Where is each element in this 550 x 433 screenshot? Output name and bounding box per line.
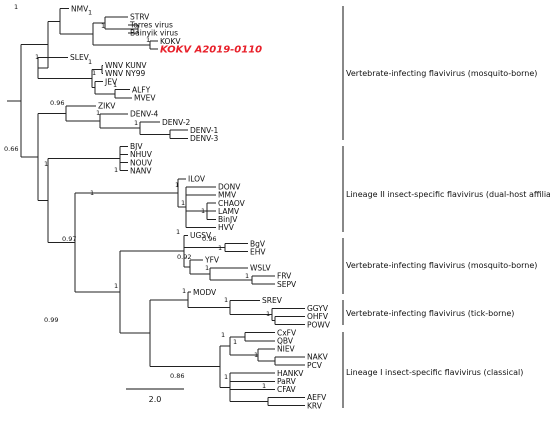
leaf-label: NIEV — [277, 345, 296, 354]
group-label: Vertebrate-infecting flavivirus (mosquit… — [346, 69, 537, 78]
support-value: 0.66 — [4, 145, 18, 153]
leaf-label: LAMV — [218, 207, 240, 216]
support-value: 1 — [44, 160, 48, 168]
leaf-label: QBV — [277, 337, 294, 346]
leaf-label: OHFV — [307, 312, 329, 321]
leaf-label: SLEV — [70, 53, 90, 62]
support-value: 1 — [201, 207, 205, 215]
leaf-label: SREV — [262, 296, 283, 305]
leaf-label: UGSV — [190, 231, 212, 240]
support-value: 0.96 — [202, 235, 216, 243]
leaf-label: PaRV — [277, 377, 297, 386]
leaf-label: ILOV — [188, 175, 206, 184]
leaf-label: FRV — [277, 272, 292, 281]
leaf-label: BJV — [130, 142, 143, 151]
leaf-label: NMV — [71, 4, 89, 13]
support-value: 1 — [101, 22, 105, 30]
support-value: 1 — [254, 351, 258, 359]
leaf-label: DENV-1 — [190, 126, 219, 135]
scale-bar-label: 2.0 — [149, 395, 162, 404]
leaf-label: AEFV — [307, 393, 327, 402]
leaf-label: HANKV — [277, 369, 304, 378]
support-value: 0.97 — [62, 235, 76, 243]
support-value: 1 — [224, 296, 228, 304]
leaf-label: Torres virus — [129, 21, 173, 30]
support-value: 0.96 — [50, 99, 64, 107]
support-value: 1 — [114, 282, 118, 290]
support-value: 1 — [176, 228, 180, 236]
leaf-label: WNV NY99 — [105, 69, 146, 78]
support-value: 1 — [266, 310, 270, 318]
group-label: Lineage I insect-specific flavivirus (cl… — [346, 368, 523, 377]
leaf-label: BinJV — [218, 215, 238, 224]
support-value: 1 — [14, 3, 18, 11]
support-value: 1 — [96, 109, 100, 117]
support-value: 1 — [245, 272, 249, 280]
leaf-label: SEPV — [277, 280, 297, 289]
support-value: 1 — [218, 244, 222, 252]
leaf-label: YFV — [204, 256, 220, 265]
leaf-label: DENV-4 — [130, 110, 159, 119]
leaf-label: NHUV — [130, 150, 153, 159]
support-value: 1 — [233, 338, 237, 346]
leaf-label: GGYV — [307, 304, 329, 313]
leaf-label: NAKV — [307, 353, 329, 362]
leaf-label: MVEV — [134, 94, 156, 103]
leaf-label: NOUV — [130, 158, 153, 167]
support-value: 0.92 — [177, 253, 191, 261]
leaf-label: NANV — [130, 166, 152, 175]
support-value: 1 — [113, 81, 117, 89]
support-value: 1 — [262, 382, 266, 390]
leaf-label: DENV-3 — [190, 134, 219, 143]
support-value: 1 — [88, 9, 92, 17]
leaf-label: KOKV A2019-0110 — [160, 45, 262, 56]
leaf-label: PCV — [307, 361, 323, 370]
support-value: 1 — [221, 331, 225, 339]
leaf-label: ALFY — [132, 85, 151, 94]
leaf-label: WNV KUNV — [105, 61, 147, 70]
support-value: 1 — [35, 53, 39, 61]
support-value: 0.86 — [170, 372, 184, 380]
support-value: 1 — [134, 119, 138, 127]
leaf-label: KRV — [307, 401, 323, 410]
support-value: 1 — [146, 36, 150, 44]
leaf-label: CFAV — [277, 385, 297, 394]
support-value: 1 — [224, 373, 228, 381]
support-value: 1 — [90, 189, 94, 197]
support-value: 1 — [175, 181, 179, 189]
support-value: 1 — [88, 58, 92, 66]
leaf-label: CxFV — [277, 328, 297, 337]
support-value: 1 — [92, 69, 96, 77]
leaf-label: DONV — [218, 183, 241, 192]
leaf-label: ZIKV — [98, 102, 116, 111]
leaf-label: POWV — [307, 320, 331, 329]
leaf-label: KOKV — [160, 37, 181, 46]
support-value: 1 — [114, 166, 118, 174]
leaf-label: BgV — [250, 239, 266, 248]
leaf-label: WSLV — [250, 264, 272, 273]
leaf-label: MMV — [218, 191, 237, 200]
leaf-label: MODV — [193, 288, 217, 297]
leaf-label: EHV — [250, 247, 266, 256]
support-value: 1 — [181, 199, 185, 207]
leaf-label: STRV — [130, 13, 150, 22]
support-value: 0.99 — [44, 316, 58, 324]
leaf-label: JEV — [104, 77, 118, 86]
leaf-label: CHAOV — [218, 199, 246, 208]
leaf-label: DENV-2 — [162, 118, 191, 127]
group-label: Vertebrate-infecting flavivirus (tick-bo… — [346, 309, 514, 318]
leaf-label: HVV — [218, 223, 235, 232]
support-value: 1 — [182, 287, 186, 295]
support-value: 1 — [205, 264, 209, 272]
group-label: Lineage II insect-specific flavivirus (d… — [346, 190, 550, 199]
group-label: Vertebrate-infecting flavivirus (mosquit… — [346, 261, 537, 270]
leaf-label: Bainyik virus — [130, 29, 178, 38]
